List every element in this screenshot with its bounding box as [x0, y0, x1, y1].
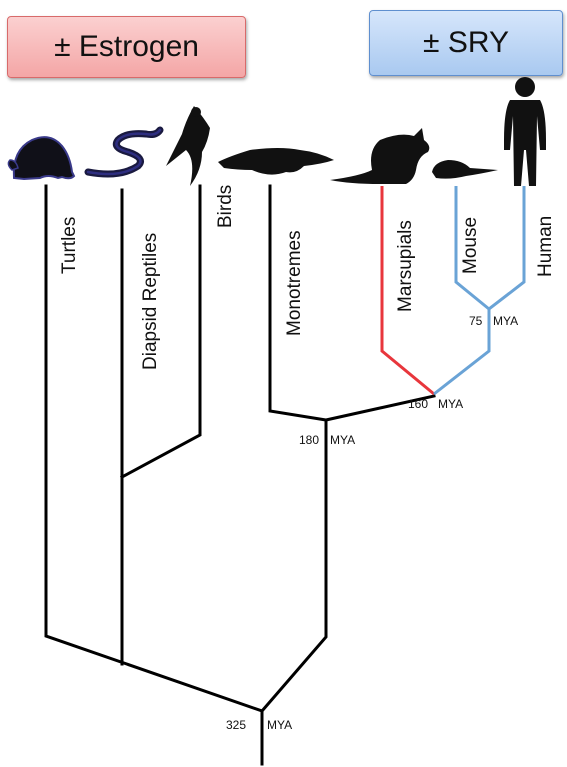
taxon-label-mouse: Mouse	[460, 217, 481, 274]
human-icon	[504, 77, 546, 186]
svg-text:160: 160	[408, 397, 428, 411]
kangaroo-icon	[330, 128, 429, 184]
node-325-label: 325 MYA	[226, 718, 292, 732]
taxon-label-monotremes: Monotremes	[284, 230, 305, 336]
svg-text:325: 325	[226, 718, 246, 732]
svg-text:75: 75	[469, 314, 483, 328]
taxon-label-birds: Birds	[215, 185, 236, 228]
taxon-label-marsupials: Marsupials	[395, 220, 416, 312]
svg-text:MYA: MYA	[267, 718, 292, 732]
taxon-label-turtles: Turtles	[59, 217, 80, 274]
mouse-icon	[432, 160, 498, 179]
tree-branches	[46, 186, 434, 764]
bird-icon	[166, 106, 210, 186]
taxon-label-human: Human	[535, 216, 556, 277]
svg-text:MYA: MYA	[493, 314, 518, 328]
platypus-icon	[218, 148, 334, 175]
taxon-label-diapsid-reptiles: Diapsid Reptiles	[140, 233, 161, 370]
svg-text:MYA: MYA	[330, 433, 355, 447]
turtle-icon	[8, 137, 74, 179]
node-75-label: 75 MYA	[469, 314, 518, 328]
node-160-label: 160 MYA	[408, 397, 463, 411]
svg-text:180: 180	[299, 433, 319, 447]
svg-text:MYA: MYA	[438, 397, 463, 411]
snake-icon	[88, 130, 160, 174]
birds-branch	[122, 186, 200, 477]
